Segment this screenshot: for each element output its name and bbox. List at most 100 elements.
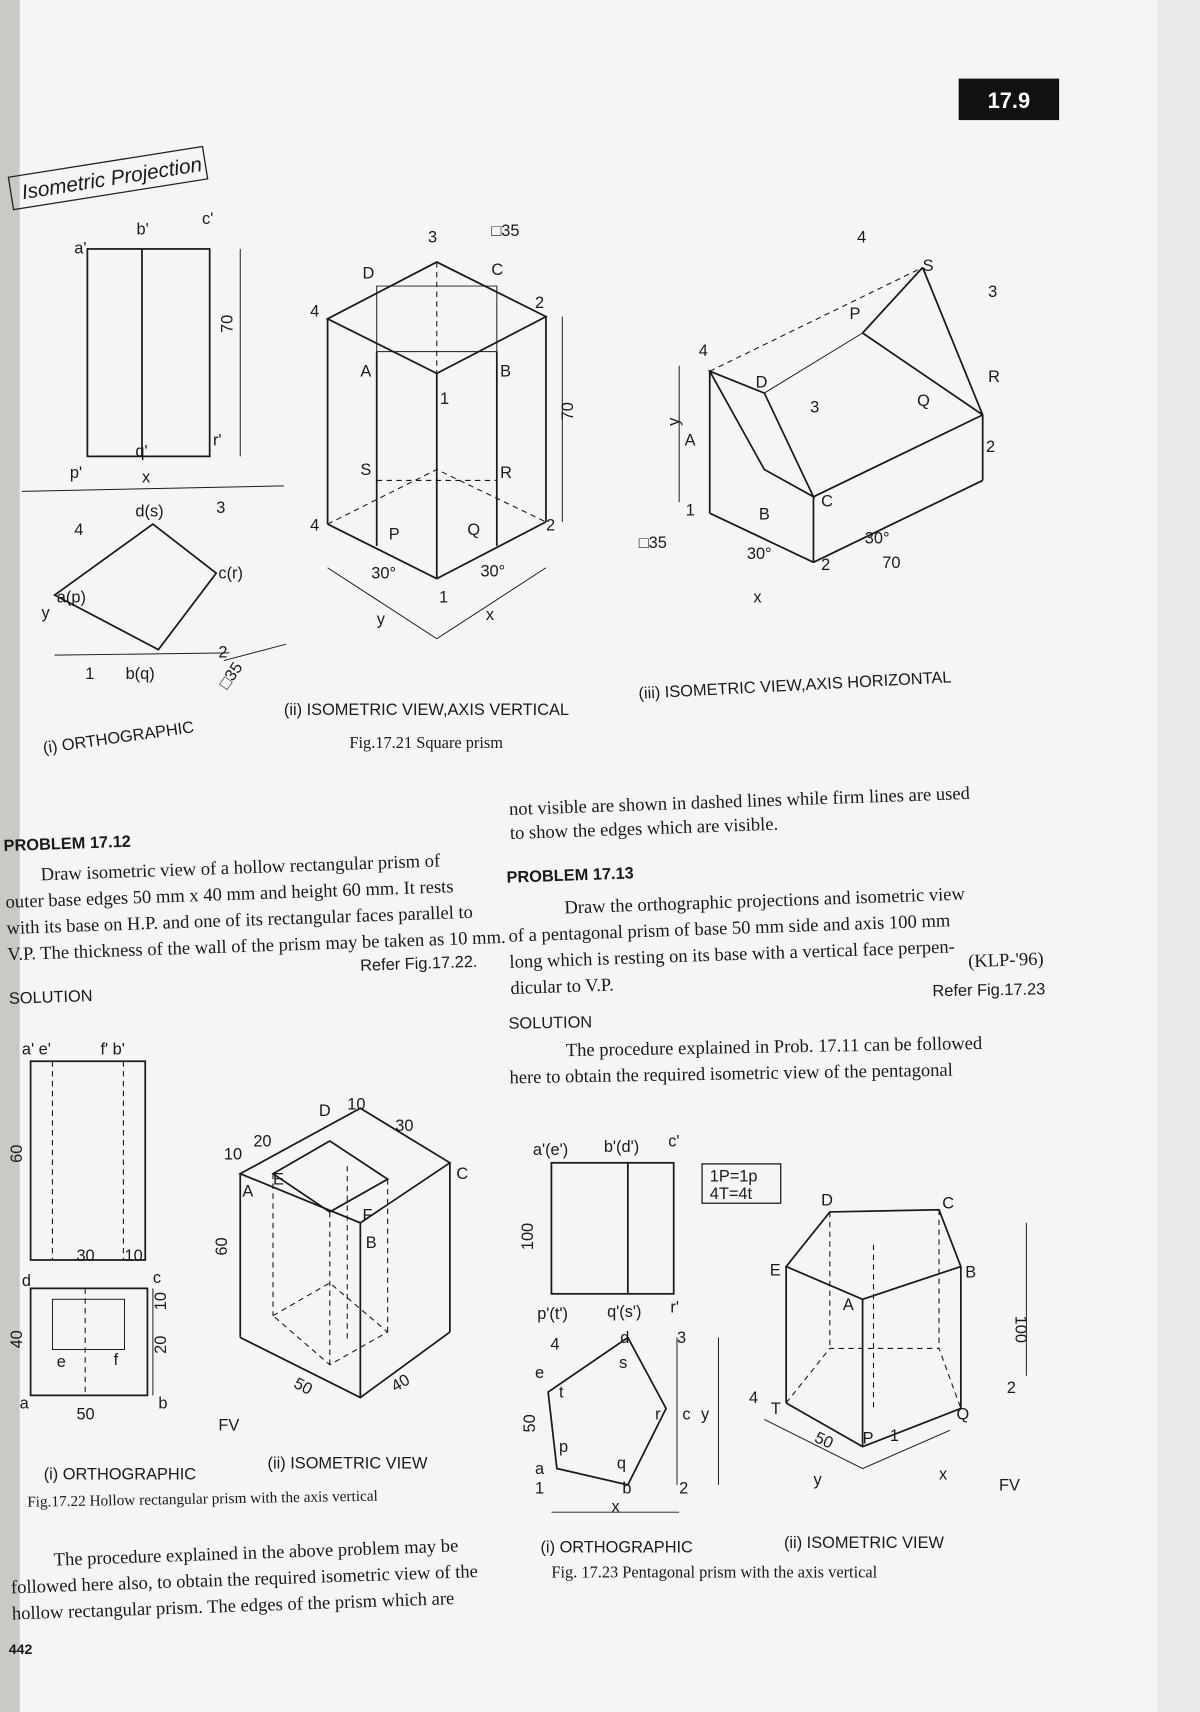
svg-text:10: 10 xyxy=(125,1247,143,1265)
svg-text:C: C xyxy=(491,261,503,279)
svg-text:f: f xyxy=(114,1351,119,1369)
svg-text:1: 1 xyxy=(439,589,448,607)
svg-text:a'(e'): a'(e') xyxy=(533,1141,568,1159)
svg-text:q'(s'): q'(s') xyxy=(607,1303,641,1321)
svg-text:d: d xyxy=(22,1272,31,1290)
fig-17-23-isometric: D C E B A 100 4 T 2 Q 50 P 1 y x FV (ii)… xyxy=(749,1191,1029,1552)
svg-text:A: A xyxy=(360,363,371,381)
svg-text:a': a' xyxy=(74,239,86,257)
svg-text:P: P xyxy=(389,525,400,543)
svg-text:T: T xyxy=(771,1400,781,1418)
fig-17-23-caption: Fig. 17.23 Pentagonal prism with the axi… xyxy=(551,1563,877,1582)
svg-text:A: A xyxy=(843,1296,854,1314)
svg-text:Q: Q xyxy=(917,392,930,410)
svg-text:40: 40 xyxy=(8,1330,26,1348)
svg-text:r': r' xyxy=(670,1298,679,1316)
svg-text:1: 1 xyxy=(440,390,449,408)
svg-text:t: t xyxy=(559,1384,564,1402)
page-footer-number: 442 xyxy=(9,1642,33,1658)
svg-text:b(q): b(q) xyxy=(126,665,155,683)
svg-text:e: e xyxy=(535,1364,544,1382)
svg-text:(ii) ISOMETRIC VIEW: (ii) ISOMETRIC VIEW xyxy=(784,1534,945,1552)
svg-text:2: 2 xyxy=(546,517,555,535)
svg-text:y: y xyxy=(813,1471,822,1489)
svg-text:60: 60 xyxy=(8,1145,26,1163)
svg-text:2: 2 xyxy=(218,643,227,661)
svg-text:4: 4 xyxy=(749,1389,758,1407)
svg-text:C: C xyxy=(821,493,833,511)
svg-text:R: R xyxy=(988,368,1000,386)
svg-text:70: 70 xyxy=(882,554,900,572)
svg-text:(ii) ISOMETRIC VIEW,AXIS VE: (ii) ISOMETRIC VIEW,AXIS VERTICAL xyxy=(284,701,569,719)
svg-text:4: 4 xyxy=(550,1336,559,1354)
svg-text:x: x xyxy=(753,589,761,607)
fig-17-21-isometric-vertical: 3 □35 D C 4 2 A B 70 1 S R 4 P Q 2 30° 3… xyxy=(284,222,577,719)
svg-text:b: b xyxy=(622,1480,631,1498)
svg-text:p: p xyxy=(559,1438,568,1456)
svg-text:x: x xyxy=(611,1498,619,1516)
svg-text:C: C xyxy=(942,1195,954,1213)
svg-text:c': c' xyxy=(202,210,213,228)
svg-text:FV: FV xyxy=(218,1416,239,1434)
svg-text:(KLP-'96): (KLP-'96) xyxy=(968,949,1044,973)
svg-text:SOLUTION: SOLUTION xyxy=(9,987,93,1008)
svg-text:30°: 30° xyxy=(371,565,396,583)
svg-text:x: x xyxy=(142,469,150,487)
page-number-badge: 17.9 xyxy=(958,78,1060,121)
svg-text:4: 4 xyxy=(310,303,319,321)
svg-text:c(r): c(r) xyxy=(218,565,243,583)
svg-text:Q: Q xyxy=(467,521,480,539)
svg-text:a(p): a(p) xyxy=(57,589,86,607)
svg-text:3: 3 xyxy=(216,499,225,517)
fig-17-22-orthographic: a' e' f' b' 60 30 10 d c 10 40 20 e f a … xyxy=(8,1041,196,1484)
svg-text:b': b' xyxy=(137,221,149,239)
svg-text:100: 100 xyxy=(519,1223,537,1250)
svg-text:4: 4 xyxy=(74,521,83,539)
svg-text:d(s): d(s) xyxy=(135,502,163,520)
svg-text:4T=4t: 4T=4t xyxy=(710,1185,753,1203)
svg-text:30°: 30° xyxy=(747,545,772,563)
svg-text:(ii) ISOMETRIC VIEW: (ii) ISOMETRIC VIEW xyxy=(268,1455,429,1473)
svg-text:50: 50 xyxy=(521,1414,539,1432)
svg-text:3: 3 xyxy=(428,228,437,246)
svg-text:30: 30 xyxy=(76,1247,94,1265)
svg-text:20: 20 xyxy=(253,1132,271,1150)
svg-text:2: 2 xyxy=(535,294,544,312)
svg-text:P: P xyxy=(849,305,860,323)
svg-text:30°: 30° xyxy=(865,530,890,548)
svg-text:10: 10 xyxy=(152,1292,170,1310)
svg-text:B: B xyxy=(500,363,511,381)
svg-text:y: y xyxy=(377,611,386,629)
svg-text:Refer Fig.17.23: Refer Fig.17.23 xyxy=(932,980,1045,1000)
svg-text:B: B xyxy=(366,1234,377,1252)
svg-text:2: 2 xyxy=(986,438,995,456)
svg-text:P: P xyxy=(863,1429,874,1447)
svg-text:C: C xyxy=(456,1165,468,1183)
svg-text:c': c' xyxy=(668,1132,679,1150)
svg-text:B: B xyxy=(965,1263,976,1281)
svg-text:D: D xyxy=(319,1102,331,1120)
svg-text:3: 3 xyxy=(810,399,819,417)
svg-text:D: D xyxy=(363,264,375,282)
svg-text:d: d xyxy=(620,1329,629,1347)
svg-text:c: c xyxy=(153,1269,161,1287)
svg-text:PROBLEM 17.12: PROBLEM 17.12 xyxy=(3,833,131,855)
svg-text:PROBLEM 17.13: PROBLEM 17.13 xyxy=(506,864,634,886)
svg-text:f' b': f' b' xyxy=(100,1041,124,1059)
svg-text:x: x xyxy=(486,606,494,624)
svg-text:17.9: 17.9 xyxy=(988,88,1030,113)
svg-text:y: y xyxy=(701,1405,710,1423)
svg-text:r': r' xyxy=(213,431,222,449)
fig-17-22-caption: Fig.17.22 Hollow rectangular prism with … xyxy=(27,1488,378,1511)
svg-text:F: F xyxy=(363,1207,373,1225)
svg-text:4: 4 xyxy=(857,228,866,246)
svg-text:SOLUTION: SOLUTION xyxy=(508,1013,592,1032)
svg-text:q: q xyxy=(617,1455,626,1473)
fig-17-23-orthographic: a'(e') b'(d') c' 100 p'(t') q'(s') r' 4 … xyxy=(519,1132,719,1557)
svg-text:D: D xyxy=(756,374,768,392)
svg-text:E: E xyxy=(770,1261,781,1279)
svg-text:2: 2 xyxy=(821,556,830,574)
svg-text:□35: □35 xyxy=(639,534,667,552)
svg-text:20: 20 xyxy=(152,1336,170,1354)
